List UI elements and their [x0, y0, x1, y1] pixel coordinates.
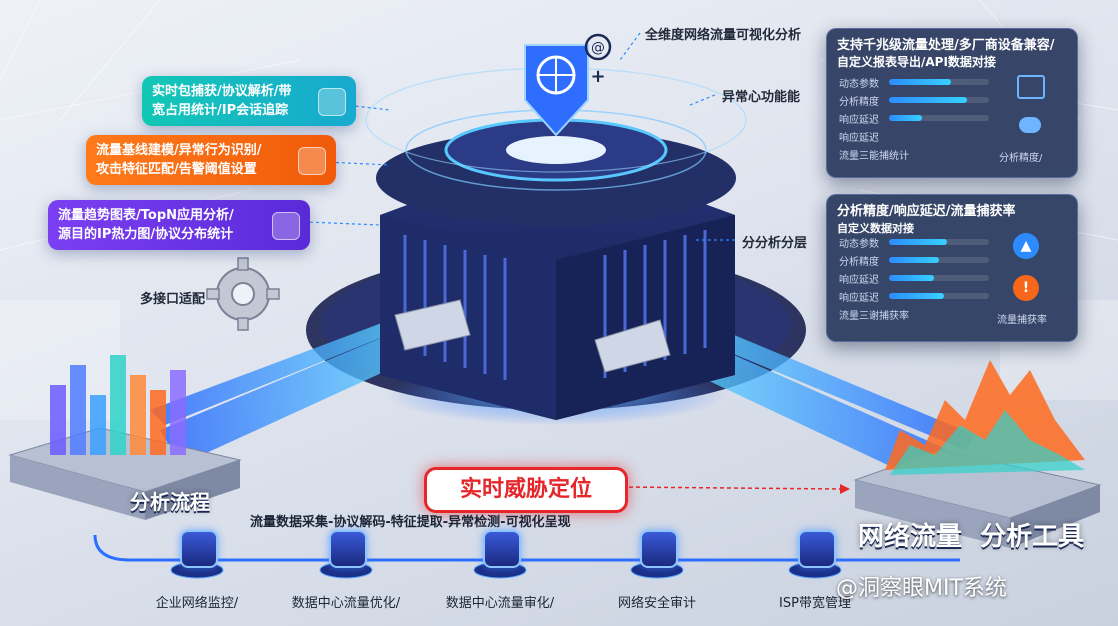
metric-bar-track: [889, 115, 989, 121]
metric-label: 响应延迟: [839, 275, 879, 286]
callout-trend-charts: 流量趋势图表/TopN应用分析/ 源目的IP热力图/协议分布统计: [48, 200, 310, 250]
star-shield-icon: [180, 530, 218, 568]
scenario-label: 数据中心流量优化/: [291, 596, 401, 611]
network-tool-label: 网络流量 分析工具: [858, 522, 1085, 552]
metric-label: 流量三能捕统计: [839, 151, 909, 162]
metric-label: 分析精度: [839, 97, 879, 108]
monitor-icon: [318, 88, 346, 116]
chart-bar: [150, 390, 166, 455]
metric-label: 流量三谢捕获率: [839, 311, 909, 322]
warning-icon: !: [1013, 275, 1039, 301]
metric-label: 分析精度: [839, 257, 879, 268]
metric-label: 动态参数: [839, 79, 879, 90]
metric-label: 响应延迟: [839, 293, 879, 304]
metric-bar-track: [889, 275, 989, 281]
callout-packet-capture-line2: 宽占用统计/IP会话追踪: [152, 103, 289, 118]
svg-text:+: +: [590, 66, 605, 87]
chart-bar: [90, 395, 106, 455]
hex-shield-icon: [483, 530, 521, 568]
multi-port-label: 多接口适配: [140, 292, 206, 307]
metric-label: 响应延迟: [839, 115, 879, 126]
spec-panel-bottom: 分析精度/响应延迟/流量捕获率 自定义数据对接 动态参数分析精度响应延迟响应延迟…: [826, 194, 1078, 342]
callout-packet-capture: 实时包捕获/协议解析/带 宽占用统计/IP会话追踪: [142, 76, 356, 126]
callout-baseline-line1: 流量基线建模/异常行为识别/: [96, 143, 262, 158]
chart-bar: [130, 375, 146, 455]
callout-baseline-modeling: 流量基线建模/异常行为识别/ 攻击特征匹配/告警阈值设置: [86, 135, 336, 185]
scenario-label: 企业网络监控/: [155, 596, 239, 611]
spec-panel-top-badge: 分析精度/: [999, 153, 1043, 164]
triangle-alert-icon: ▲: [1013, 233, 1039, 259]
callout-packet-capture-line1: 实时包捕获/协议解析/带: [152, 84, 292, 99]
metric-bar: [889, 257, 939, 263]
bar-chart-icon: [640, 530, 678, 568]
monitor-icon: [1017, 75, 1045, 99]
realtime-threat-badge: 实时威胁定位: [424, 467, 628, 513]
watermark: @洞察眼MIT系统: [836, 576, 1007, 601]
spec-panel-bottom-title-2: 自定义数据对接: [837, 222, 914, 235]
metric-bar-track: [889, 257, 989, 263]
metric-label: 动态参数: [839, 239, 879, 250]
metric-bar: [889, 275, 934, 281]
metric-bar: [889, 239, 947, 245]
chart-bar: [50, 385, 66, 455]
spec-panel-top: 支持千兆级流量处理/多厂商设备兼容/ 自定义报表导出/API数据对接 动态参数分…: [826, 28, 1078, 178]
spec-panel-bottom-badge: 流量捕获率: [997, 315, 1047, 326]
spec-panel-top-title-1: 支持千兆级流量处理/多厂商设备兼容/: [837, 38, 1055, 53]
analysis-layer-label: 分分析分层: [742, 236, 808, 251]
spec-panel-bottom-title-1: 分析精度/响应延迟/流量捕获率: [837, 204, 1016, 219]
document-icon: [298, 147, 326, 175]
list-icon: [272, 212, 300, 240]
chart-bar: [70, 365, 86, 455]
scenario-label: 网络安全审计: [617, 596, 696, 611]
flow-steps: 流量数据采集-协议解码-特征提取-异常检测-可视化呈现: [250, 515, 571, 530]
cloud-lock-icon: [1019, 117, 1041, 133]
shield-icon: [329, 530, 367, 568]
doc-icon: [798, 530, 836, 568]
scenario-label: ISP带宽管理: [779, 596, 851, 611]
callout-trend-line2: 源目的IP热力图/协议分布统计: [58, 227, 234, 242]
anomaly-label: 异常心功能能: [722, 90, 801, 105]
svg-text:@: @: [591, 40, 605, 56]
left-bar-chart: [50, 355, 186, 455]
metric-label: 响应延迟: [839, 133, 879, 144]
analysis-flow-label: 分析流程: [130, 490, 210, 514]
chart-bar: [170, 370, 186, 455]
metric-bar: [889, 115, 922, 121]
metric-bar: [889, 97, 967, 103]
spec-panel-top-title-2: 自定义报表导出/API数据对接: [837, 55, 996, 69]
metric-bar: [889, 79, 951, 85]
chart-bar: [110, 355, 126, 455]
callout-baseline-line2: 攻击特征匹配/告警阈值设置: [96, 162, 257, 177]
callout-trend-line1: 流量趋势图表/TopN应用分析/: [58, 208, 234, 223]
scenario-label: 数据中心流量审化/: [445, 596, 555, 611]
full-view-label: 全维度网络流量可视化分析: [645, 28, 802, 43]
metric-bar: [889, 293, 944, 299]
